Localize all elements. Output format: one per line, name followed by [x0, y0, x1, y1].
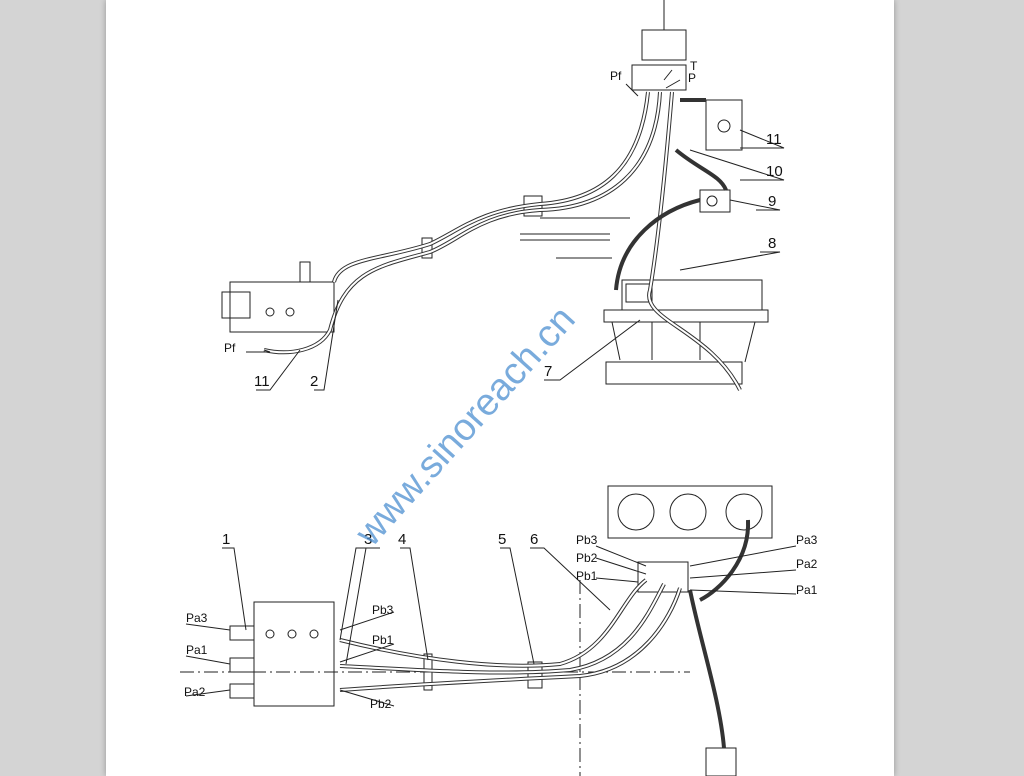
label-T: T: [690, 59, 698, 73]
label-Pf-left: Pf: [224, 341, 236, 355]
label-Pa3-left: Pa3: [186, 611, 208, 625]
label-10: 10: [766, 163, 783, 180]
label-3: 3: [364, 531, 372, 548]
watermark: www.sinoreach.cn: [347, 298, 584, 554]
label-Pa2-left: Pa2: [184, 685, 206, 699]
label-Pb3-left: Pb3: [372, 603, 394, 617]
label-Pb1-left: Pb1: [372, 633, 394, 647]
leader-lines: [185, 69, 797, 707]
label-7: 7: [544, 363, 552, 380]
hydraulic-pipe-diagram: T P Pf 11 10 9 8 7 2 11 Pf 1 3 4 5 6 Pa3…: [180, 0, 818, 776]
top-assembly-drawing: [221, 0, 769, 391]
document-page: T P Pf 11 10 9 8 7 2 11 Pf 1 3 4 5 6 Pa3…: [106, 0, 894, 776]
label-Pb1-right: Pb1: [576, 569, 598, 583]
label-8: 8: [768, 235, 776, 252]
label-Pb2-right: Pb2: [576, 551, 598, 565]
label-6: 6: [530, 531, 538, 548]
label-Pf-top: Pf: [610, 69, 622, 83]
bottom-assembly-drawing: [180, 485, 773, 776]
label-9: 9: [768, 193, 776, 210]
label-Pb3-right: Pb3: [576, 533, 598, 547]
label-1: 1: [222, 531, 230, 548]
label-Pa3-right: Pa3: [796, 533, 818, 547]
label-1-top: 11: [254, 373, 270, 390]
label-Pb2-left: Pb2: [370, 697, 392, 711]
label-4: 4: [398, 531, 406, 548]
label-11: 11: [766, 131, 782, 148]
label-Pa1-right: Pa1: [796, 583, 818, 597]
label-Pa1-left: Pa1: [186, 643, 208, 657]
label-5: 5: [498, 531, 506, 548]
label-Pa2-right: Pa2: [796, 557, 818, 571]
label-2: 2: [310, 373, 318, 390]
label-P: P: [688, 71, 696, 85]
